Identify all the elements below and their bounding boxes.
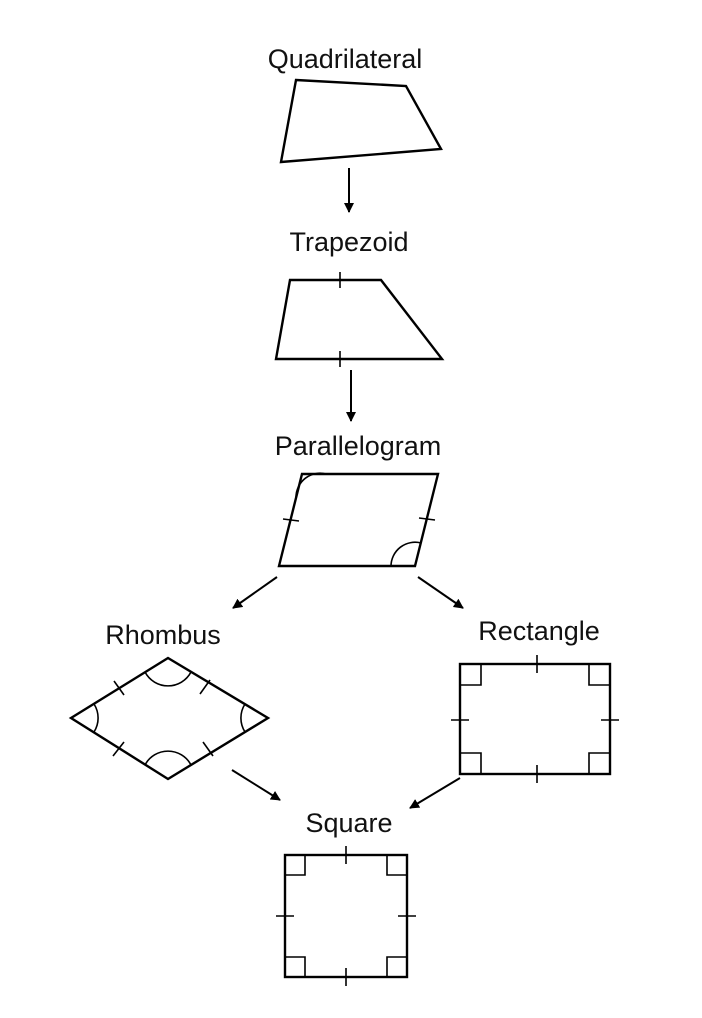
quadrilateral-shape xyxy=(279,78,443,164)
parallelogram-label: Parallelogram xyxy=(275,431,442,461)
rectangle-label: Rectangle xyxy=(478,616,600,646)
square-shape xyxy=(276,846,416,986)
rectangle-shape xyxy=(451,655,619,783)
trapezoid-label: Trapezoid xyxy=(289,227,408,257)
arrow-parallelogram-to-rectangle xyxy=(417,576,464,609)
parallelogram-shape xyxy=(277,472,440,568)
rhombus-label: Rhombus xyxy=(105,620,221,650)
arrow-parallelogram-to-rhombus xyxy=(232,576,278,609)
arrow-rhombus-to-square xyxy=(231,769,281,801)
arrow-rectangle-to-square xyxy=(409,777,461,809)
square-label: Square xyxy=(305,808,392,838)
trapezoid-shape xyxy=(274,272,445,367)
rhombus-shape xyxy=(68,656,271,781)
quadrilateral-label: Quadrilateral xyxy=(268,44,423,74)
